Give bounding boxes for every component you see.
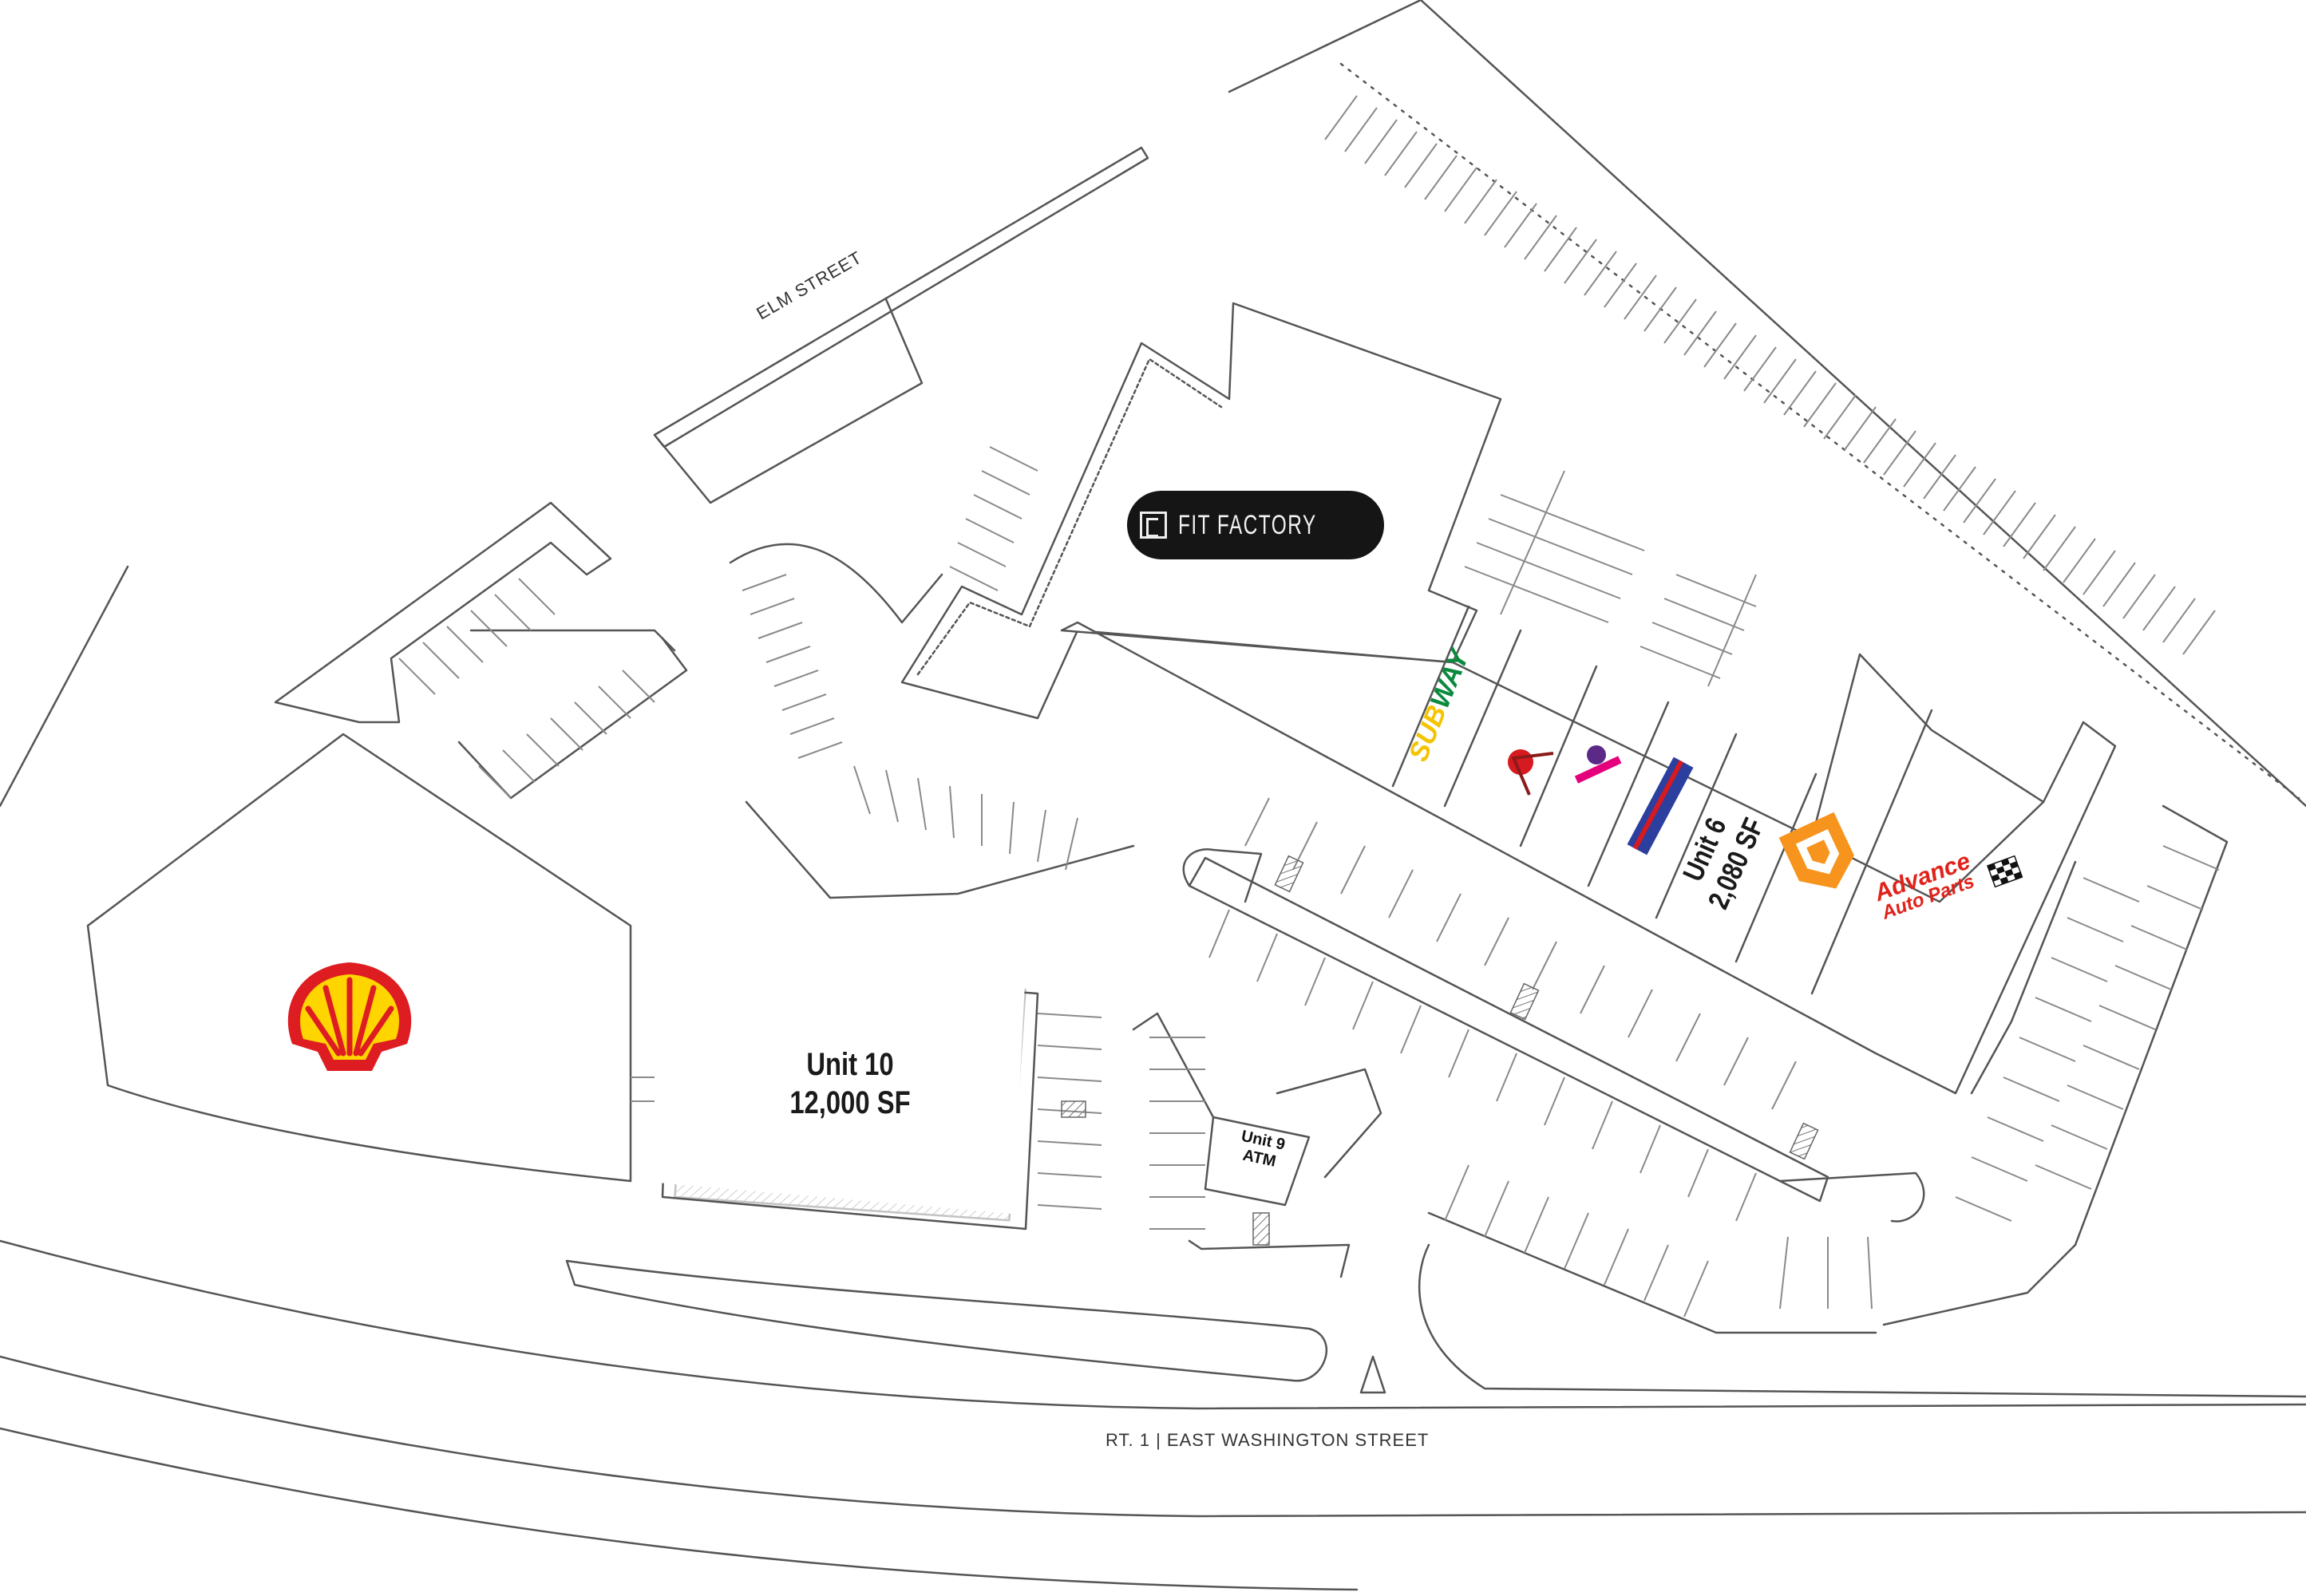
parking-stalls-shell (398, 578, 655, 799)
tenant-logo-4 (1627, 757, 1694, 855)
site-boundary-right (1228, 0, 2306, 808)
tenant-logo-2 (1508, 749, 1554, 796)
fit-factory-logo: FIT FACTORY (1127, 491, 1384, 559)
retail-strip-building (1060, 621, 2117, 1095)
fit-factory-label: FIT FACTORY (1178, 509, 1318, 540)
accessible-parking-icon (1061, 855, 1819, 1246)
parking-stalls-southeast (1444, 845, 2220, 1317)
orange-tenant-logo (1778, 812, 1854, 889)
unit-10-name: Unit 10 (806, 1047, 894, 1082)
elm-street-strip (653, 146, 1149, 448)
unit-10-label: Unit 10 12,000 SF (778, 1045, 922, 1122)
route-1-label: RT. 1 | EAST WASHINGTON STREET (1106, 1430, 1430, 1450)
road-edge-south-2 (0, 1427, 1359, 1591)
checkered-flag-icon (1987, 855, 2023, 888)
shell-logo (287, 962, 412, 1071)
parking-stalls-rear (1464, 470, 1757, 687)
parking-stalls-central (1208, 797, 1797, 1222)
unit-10-size: 12,000 SF (789, 1085, 911, 1120)
fit-factory-mark-icon (1140, 512, 1168, 539)
shell-lot (86, 733, 632, 1183)
parking-stalls-north (1324, 95, 2216, 655)
unit-9-building (1204, 1116, 1311, 1207)
parking-stalls-west (742, 446, 1078, 871)
road-edge-north (0, 1239, 2306, 1410)
tenant-logo-3 (1574, 745, 1622, 784)
site-boundary-left (0, 565, 129, 808)
road-edge-south (0, 1355, 2306, 1518)
